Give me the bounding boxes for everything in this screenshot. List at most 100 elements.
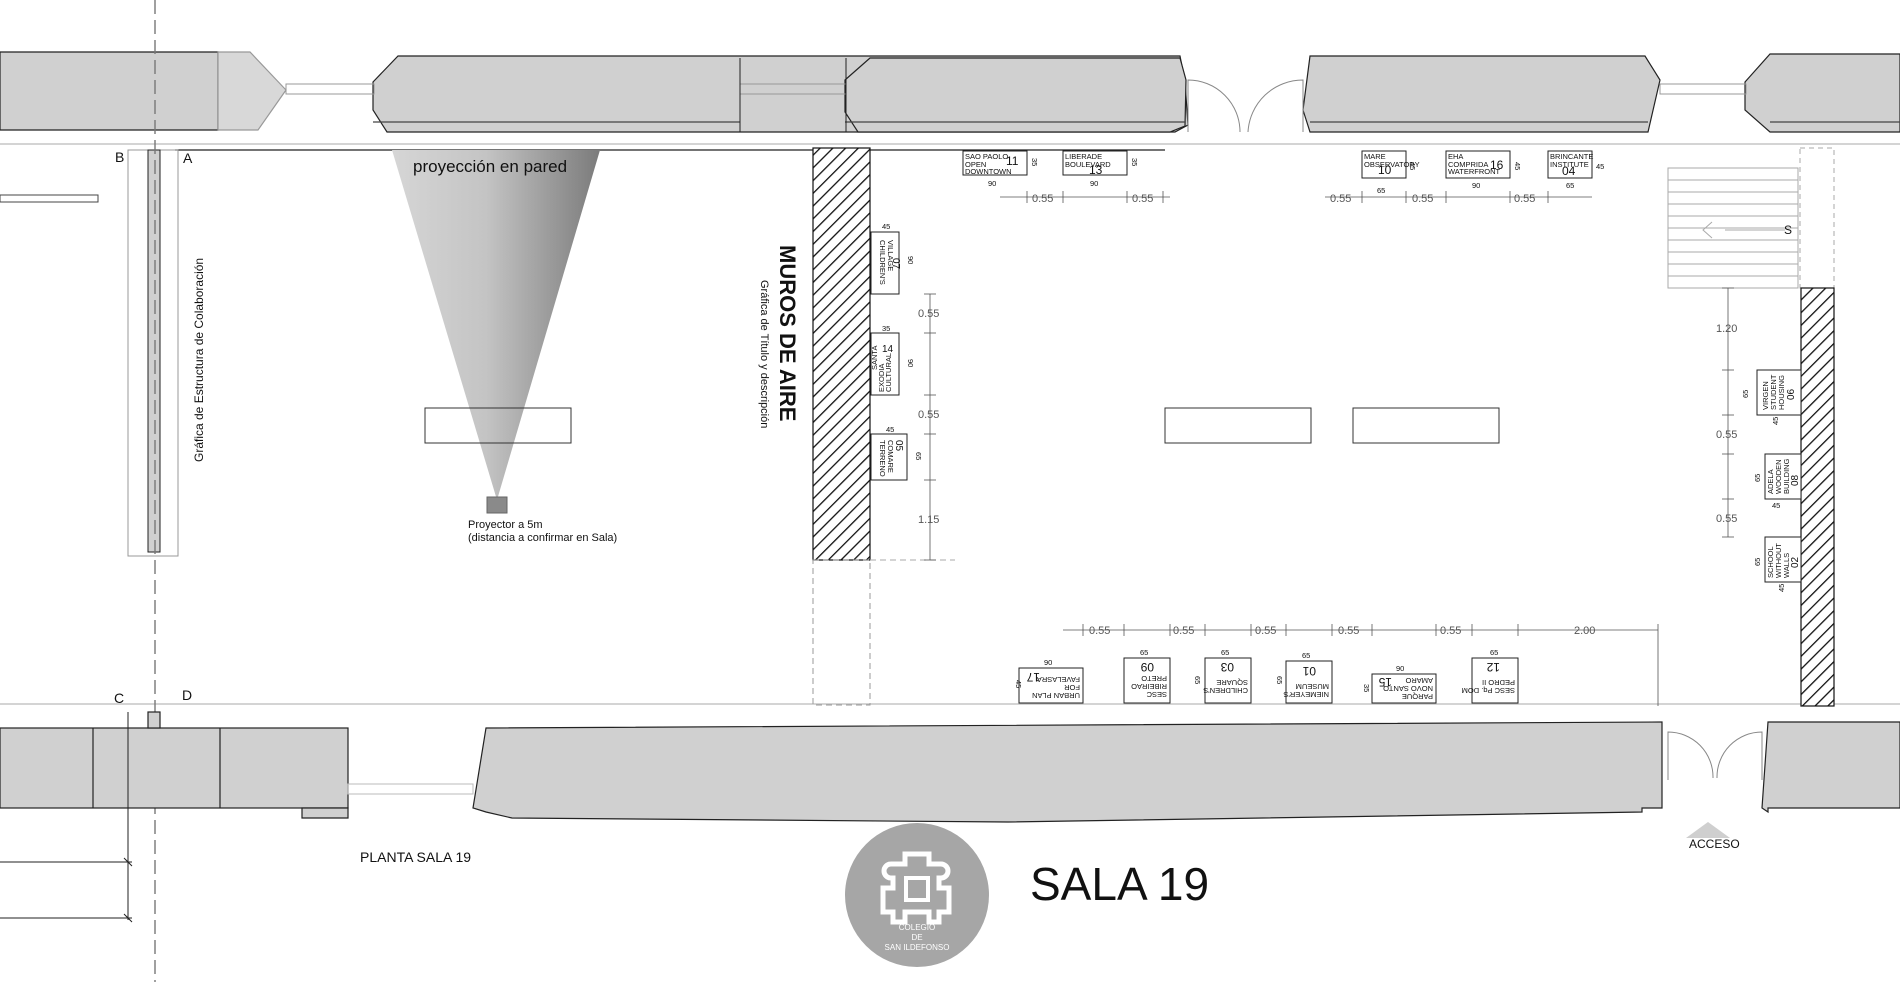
svg-text:WALLS: WALLS (1782, 553, 1791, 578)
svg-text:SESC Pq. DOM: SESC Pq. DOM (1462, 686, 1515, 695)
svg-text:65: 65 (1140, 648, 1148, 657)
dim-left-2: 0.55 (918, 409, 939, 421)
svg-text:CHILDREN'S: CHILDREN'S (1203, 686, 1248, 695)
svg-text:08: 08 (1790, 474, 1801, 486)
top-wall (0, 51, 1900, 133)
center-tables (1164, 407, 1500, 444)
svg-text:45: 45 (1777, 584, 1786, 592)
collab-panel (0, 0, 179, 982)
svg-text:DOWNTOWN: DOWNTOWN (965, 167, 1012, 176)
access-arrow (1686, 822, 1730, 838)
dim-top-4: 0.55 (1412, 193, 1433, 205)
svg-text:COMARE: COMARE (886, 440, 895, 473)
college-logo: COLEGIO DE SAN ILDEFONSO (845, 823, 989, 967)
svg-text:65: 65 (914, 452, 923, 460)
logo-line-1: COLEGIO (899, 923, 935, 932)
svg-text:35: 35 (1130, 158, 1139, 166)
svg-text:INSTITUTE: INSTITUTE (1550, 160, 1589, 169)
svg-text:65: 65 (1221, 648, 1229, 657)
svg-text:14: 14 (882, 344, 894, 355)
table-13: LIBERADE BOULEVARD 13 90 35 (1062, 150, 1139, 188)
dim-left-3: 1.15 (918, 514, 939, 526)
svg-text:BOULEVARD: BOULEVARD (1065, 160, 1111, 169)
table-16: EHA COMPRIDA WATERFRONT 16 90 45 (1445, 150, 1522, 190)
access-label: ACCESO (1689, 837, 1740, 851)
top-door (1187, 79, 1304, 133)
svg-text:45: 45 (1772, 501, 1780, 510)
window-frames (285, 58, 1747, 132)
table-06: VIRGEN STUDENT HOUSING 06 65 45 (1741, 369, 1802, 425)
dim-bottom-2: 0.55 (1173, 625, 1194, 637)
svg-text:SESC: SESC (1146, 690, 1167, 699)
svg-text:COMPRIDA: COMPRIDA (1448, 160, 1488, 169)
svg-text:OBSERVATORY: OBSERVATORY (1364, 160, 1420, 169)
svg-text:SCHOOL: SCHOOL (1766, 546, 1775, 578)
svg-text:17: 17 (1026, 670, 1040, 684)
corner-b: B (115, 149, 124, 165)
svg-text:TERRENO: TERRENO (878, 440, 887, 477)
corner-d: D (182, 687, 192, 703)
svg-text:13: 13 (1089, 163, 1103, 177)
table-05: TERRENO COMARE 05 45 65 (870, 425, 923, 481)
svg-text:90: 90 (1396, 664, 1404, 673)
svg-text:06: 06 (1786, 388, 1797, 400)
logo-line-2: DE (911, 933, 922, 942)
svg-text:16: 16 (1490, 158, 1504, 172)
table-14: SANTA EXODIA CULTURAL 14 35 90 (870, 324, 915, 396)
air-wall-right (1800, 287, 1835, 707)
svg-text:SQUARE: SQUARE (1216, 678, 1248, 687)
svg-text:VIRGEN: VIRGEN (1761, 381, 1770, 410)
svg-text:PEDRO II: PEDRO II (1482, 678, 1515, 687)
svg-text:01: 01 (1302, 664, 1316, 678)
room-outline (0, 143, 1900, 705)
svg-text:PARQUE: PARQUE (1402, 692, 1433, 701)
svg-text:11: 11 (1006, 154, 1019, 168)
svg-text:SAO PAOLO: SAO PAOLO (965, 152, 1008, 161)
svg-text:65: 65 (1490, 648, 1498, 657)
svg-text:NOVO SANTO: NOVO SANTO (1383, 684, 1433, 693)
corner-a: A (183, 150, 193, 166)
svg-text:FAVELASRA: FAVELASRA (1037, 675, 1080, 684)
table-12: SESC Pq. DOM PEDRO II 12 65 (1462, 648, 1519, 704)
svg-text:URBAN PLAN: URBAN PLAN (1032, 691, 1080, 700)
svg-text:65: 65 (1741, 390, 1750, 398)
room-title: SALA 19 (1030, 858, 1209, 910)
svg-text:65: 65 (1275, 676, 1284, 684)
svg-text:65: 65 (1377, 186, 1385, 195)
svg-text:EXODIA: EXODIA (877, 364, 886, 392)
svg-text:07: 07 (890, 258, 901, 270)
walls-title: MUROS DE AIRE (775, 245, 800, 421)
table-10: MARE OBSERVATORY 10 65 45 (1361, 150, 1420, 195)
svg-text:65: 65 (1753, 558, 1762, 566)
table-08: ADELA WOODEN BUILDING 08 65 45 (1753, 453, 1802, 510)
svg-text:90: 90 (906, 256, 915, 264)
table-17: URBAN PLAN FOR FAVELASRA 17 90 45 (1014, 658, 1084, 704)
dimension-lines (924, 191, 1734, 706)
svg-text:EHA: EHA (1448, 152, 1463, 161)
dim-top-3: 0.55 (1330, 193, 1351, 205)
table-04: BRINCANTE INSTITUTE 04 65 45 (1547, 150, 1604, 190)
plan-title: PLANTA SALA 19 (360, 849, 471, 865)
table-11: SAO PAOLO OPEN DOWNTOWN 11 90 35 (962, 150, 1039, 188)
svg-text:10: 10 (1378, 163, 1392, 177)
dim-top-1: 0.55 (1032, 193, 1053, 205)
svg-text:LIBERADE: LIBERADE (1065, 152, 1102, 161)
svg-text:45: 45 (1513, 162, 1522, 170)
svg-text:90: 90 (1090, 179, 1098, 188)
svg-text:90: 90 (1044, 658, 1052, 667)
svg-text:45: 45 (886, 425, 894, 434)
svg-text:05: 05 (893, 440, 904, 452)
svg-text:MARE: MARE (1364, 152, 1386, 161)
svg-text:65: 65 (1193, 676, 1202, 684)
svg-text:SANTA: SANTA (870, 346, 879, 370)
corner-c: C (114, 690, 124, 706)
svg-text:90: 90 (1472, 181, 1480, 190)
svg-text:MUSEUM: MUSEUM (1296, 682, 1329, 691)
projection-label: proyección en pared (413, 157, 567, 176)
svg-text:CULTURAL: CULTURAL (884, 353, 893, 392)
svg-text:45: 45 (1771, 417, 1780, 425)
stairs (1667, 147, 1835, 289)
svg-text:45: 45 (1408, 162, 1417, 170)
svg-text:CHILDREN'S: CHILDREN'S (878, 240, 887, 285)
